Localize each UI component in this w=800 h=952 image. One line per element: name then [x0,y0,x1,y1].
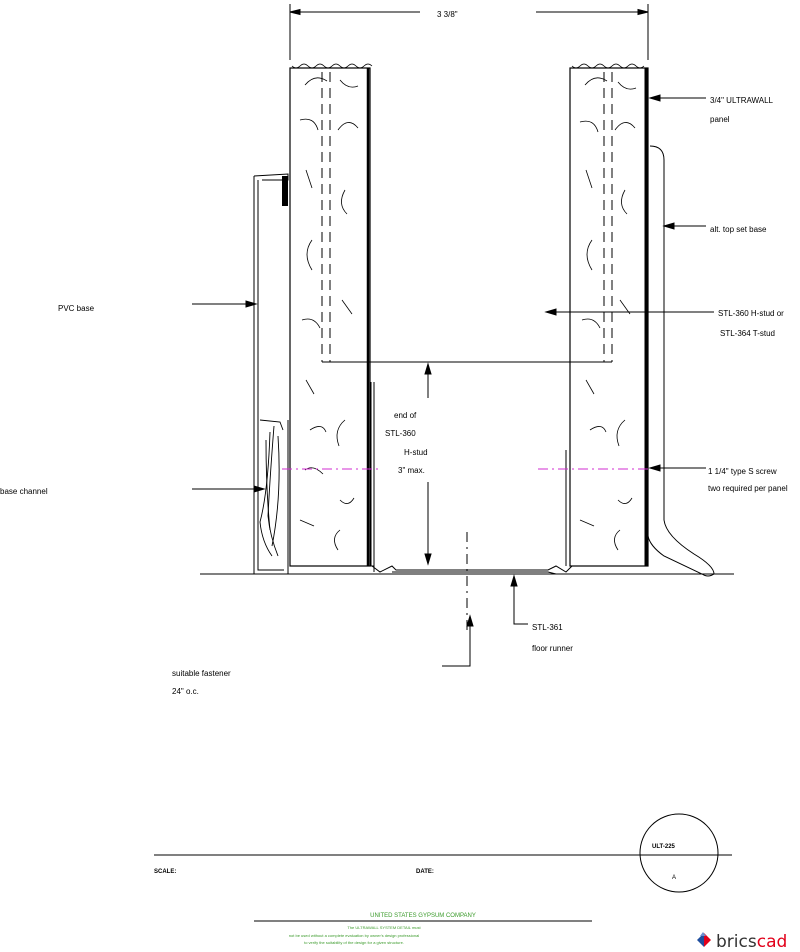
label-floor-runner: floor runner [532,644,573,653]
notice-line-1: The ULTRAWALL SYSTEM DETAIL must [347,925,421,930]
detail-number: ULT-225 [652,844,676,850]
left-stud-hidden [321,72,331,362]
label-3-max: 3" max. [398,466,425,475]
pvc-base [253,173,375,575]
label-pvc-base: PVC base [58,304,95,313]
left-panel [289,63,373,567]
right-panel-grain [579,77,637,551]
dimension-label: 3 3/8" [437,10,458,19]
right-stud-hidden [603,72,613,362]
floor-runner [371,565,573,575]
company-name: UNITED STATES GYPSUM COMPANY [370,913,476,919]
label-end-of: end of [394,411,417,420]
detail-letter: A [672,875,676,881]
label-suitable-fastener: suitable fastener [172,669,231,678]
title-block [154,813,732,922]
top-set-base [647,145,715,577]
label-end-stl-360: STL-360 [385,429,416,438]
bricscad-wordmark: bricscad [716,932,787,952]
dimension-3-max [424,362,432,566]
label-ultrawall-panel-2: panel [710,115,730,124]
date-label: DATE: [416,869,434,875]
label-stud-1: STL-360 H-stud or [718,309,784,318]
label-base-channel: base channel [0,487,48,496]
scale-label: SCALE: [154,869,176,875]
label-stud-2: STL-364 T-stud [720,329,775,338]
notice-line-2: not be used without a complete evaluatio… [289,933,420,938]
right-panel [569,63,649,567]
bricscad-logo-icon [697,932,711,947]
notice-line-3: to verify the suitability of the design … [304,940,404,945]
label-end-h-stud: H-stud [404,448,428,457]
label-top-set-base: alt. top set base [710,225,767,234]
label-screw-1: 1 1/4" type S screw [708,467,777,476]
label-screw-2: two required per panel [708,484,788,493]
label-stl-361: STL-361 [532,623,563,632]
leader-lines [192,94,714,667]
base-channel [259,419,284,557]
label-ultrawall-panel-1: 3/4" ULTRAWALL [710,96,774,105]
dimension-3-3-8 [289,4,649,60]
detail-bubble [639,813,719,893]
label-24-oc: 24" o.c. [172,687,199,696]
